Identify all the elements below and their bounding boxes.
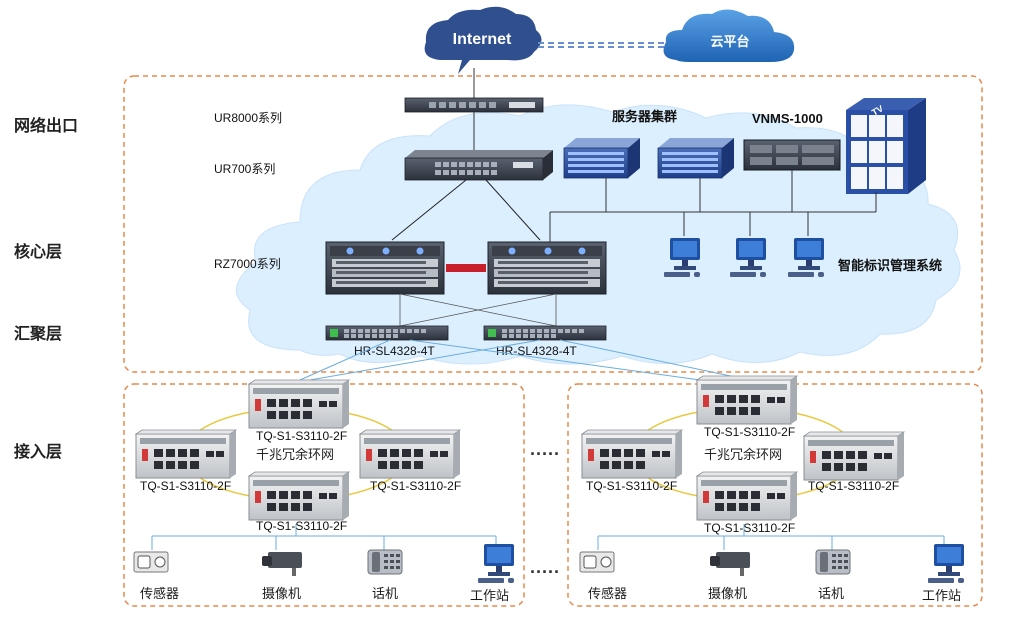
access-right-sw-bottom-label: TQ-S1-S3110-2F — [704, 521, 795, 535]
layer-label-access: 接入层 — [14, 442, 62, 461]
access-left-sw-right-label: TQ-S1-S3110-2F — [370, 479, 461, 493]
access-switch-right-top-icon — [696, 375, 798, 425]
sensor-icon — [579, 551, 615, 573]
camera-icon — [262, 552, 302, 576]
workstation-icon — [478, 544, 514, 583]
server-cluster-label: 服务器集群 — [612, 109, 677, 124]
cloud-platform-label: 云平台 — [710, 34, 749, 49]
ur8000-label: UR8000系列 — [214, 111, 282, 125]
access-switch-left-right-icon — [359, 429, 461, 479]
agg-switch-right-label: HR-SL4328-4T — [496, 344, 577, 358]
cloud-platform-icon — [663, 9, 795, 63]
access-left-sw-top-label: TQ-S1-S3110-2F — [256, 429, 347, 443]
access-switch-left-top-icon — [248, 379, 350, 429]
tv-wall-icon — [846, 98, 926, 194]
internet-label: Internet — [453, 31, 512, 48]
access-switch-right-right-icon — [803, 431, 905, 481]
endpoint-right-camera-label: 摄像机 — [708, 586, 747, 601]
access-right-sw-left-label: TQ-S1-S3110-2F — [586, 479, 677, 493]
workstation-icon — [928, 544, 964, 583]
access-right-sw-right-label: TQ-S1-S3110-2F — [808, 479, 899, 493]
endpoint-left-phone-label: 话机 — [372, 586, 398, 601]
access-switch-right-left-icon — [581, 429, 683, 479]
access-left-ring-label: 千兆冗余环网 — [256, 447, 334, 462]
endpoint-left-sensor-label: 传感器 — [140, 586, 179, 601]
rz7000-chassis-right-icon — [487, 241, 607, 295]
access-left-sw-bottom-label: TQ-S1-S3110-2F — [256, 519, 347, 533]
ur700-core-left-link — [391, 179, 467, 241]
sensor-icon — [133, 551, 169, 573]
access-left-sw-left-label: TQ-S1-S3110-2F — [140, 479, 231, 493]
ur700-label: UR700系列 — [214, 162, 275, 176]
ellipsis-middle-top: ····· — [530, 444, 560, 464]
layer-label-aggregation: 汇聚层 — [14, 325, 62, 343]
access-switch-left-left-icon — [135, 429, 237, 479]
phone-icon — [815, 549, 851, 575]
access-right-sw-top-label: TQ-S1-S3110-2F — [704, 425, 795, 439]
tv-label: TV — [870, 103, 885, 117]
mgmt-bus-lines — [549, 170, 877, 242]
vnms-label: VNMS-1000 — [752, 111, 823, 126]
layer-label-core: 核心层 — [14, 242, 62, 261]
ur8000-router-icon — [404, 97, 544, 113]
vnms-device-icon — [743, 139, 841, 171]
access-switch-left-bottom-icon — [248, 471, 350, 521]
internet-cloud-icon — [424, 6, 542, 74]
core-aggregation-links — [399, 293, 557, 327]
access-switch-right-bottom-icon — [696, 471, 798, 521]
agg-switch-right-icon — [483, 325, 607, 341]
endpoint-left-workstation-label: 工作站 — [470, 588, 509, 603]
server-icon-1 — [563, 137, 641, 179]
endpoint-left-camera-label: 摄像机 — [262, 586, 301, 601]
endpoint-right-phone-label: 话机 — [818, 586, 844, 601]
server-icon-2 — [657, 137, 735, 179]
access-uplinks — [299, 339, 741, 381]
camera-icon — [710, 552, 750, 576]
core-stack-link — [446, 264, 486, 272]
phone-icon — [367, 549, 403, 575]
layer-label-egress: 网络出口 — [14, 116, 78, 135]
access-right-ring-label: 千兆冗余环网 — [704, 447, 782, 462]
ellipsis-middle-bottom: ····· — [530, 562, 560, 582]
ur700-router-icon — [404, 150, 553, 181]
rz7000-label: RZ7000系列 — [214, 257, 281, 271]
ur700-core-right-link — [485, 179, 541, 241]
endpoint-right-sensor-label: 传感器 — [588, 586, 627, 601]
core-zone-border — [123, 75, 983, 373]
endpoint-right-workstation-label: 工作站 — [922, 588, 961, 603]
access-left-endpoint-bus — [151, 524, 497, 550]
rz7000-chassis-left-icon — [325, 241, 445, 295]
access-zone-right-border — [567, 383, 983, 607]
mgmt-system-label: 智能标识管理系统 — [838, 258, 942, 273]
agg-switch-left-icon — [325, 325, 449, 341]
